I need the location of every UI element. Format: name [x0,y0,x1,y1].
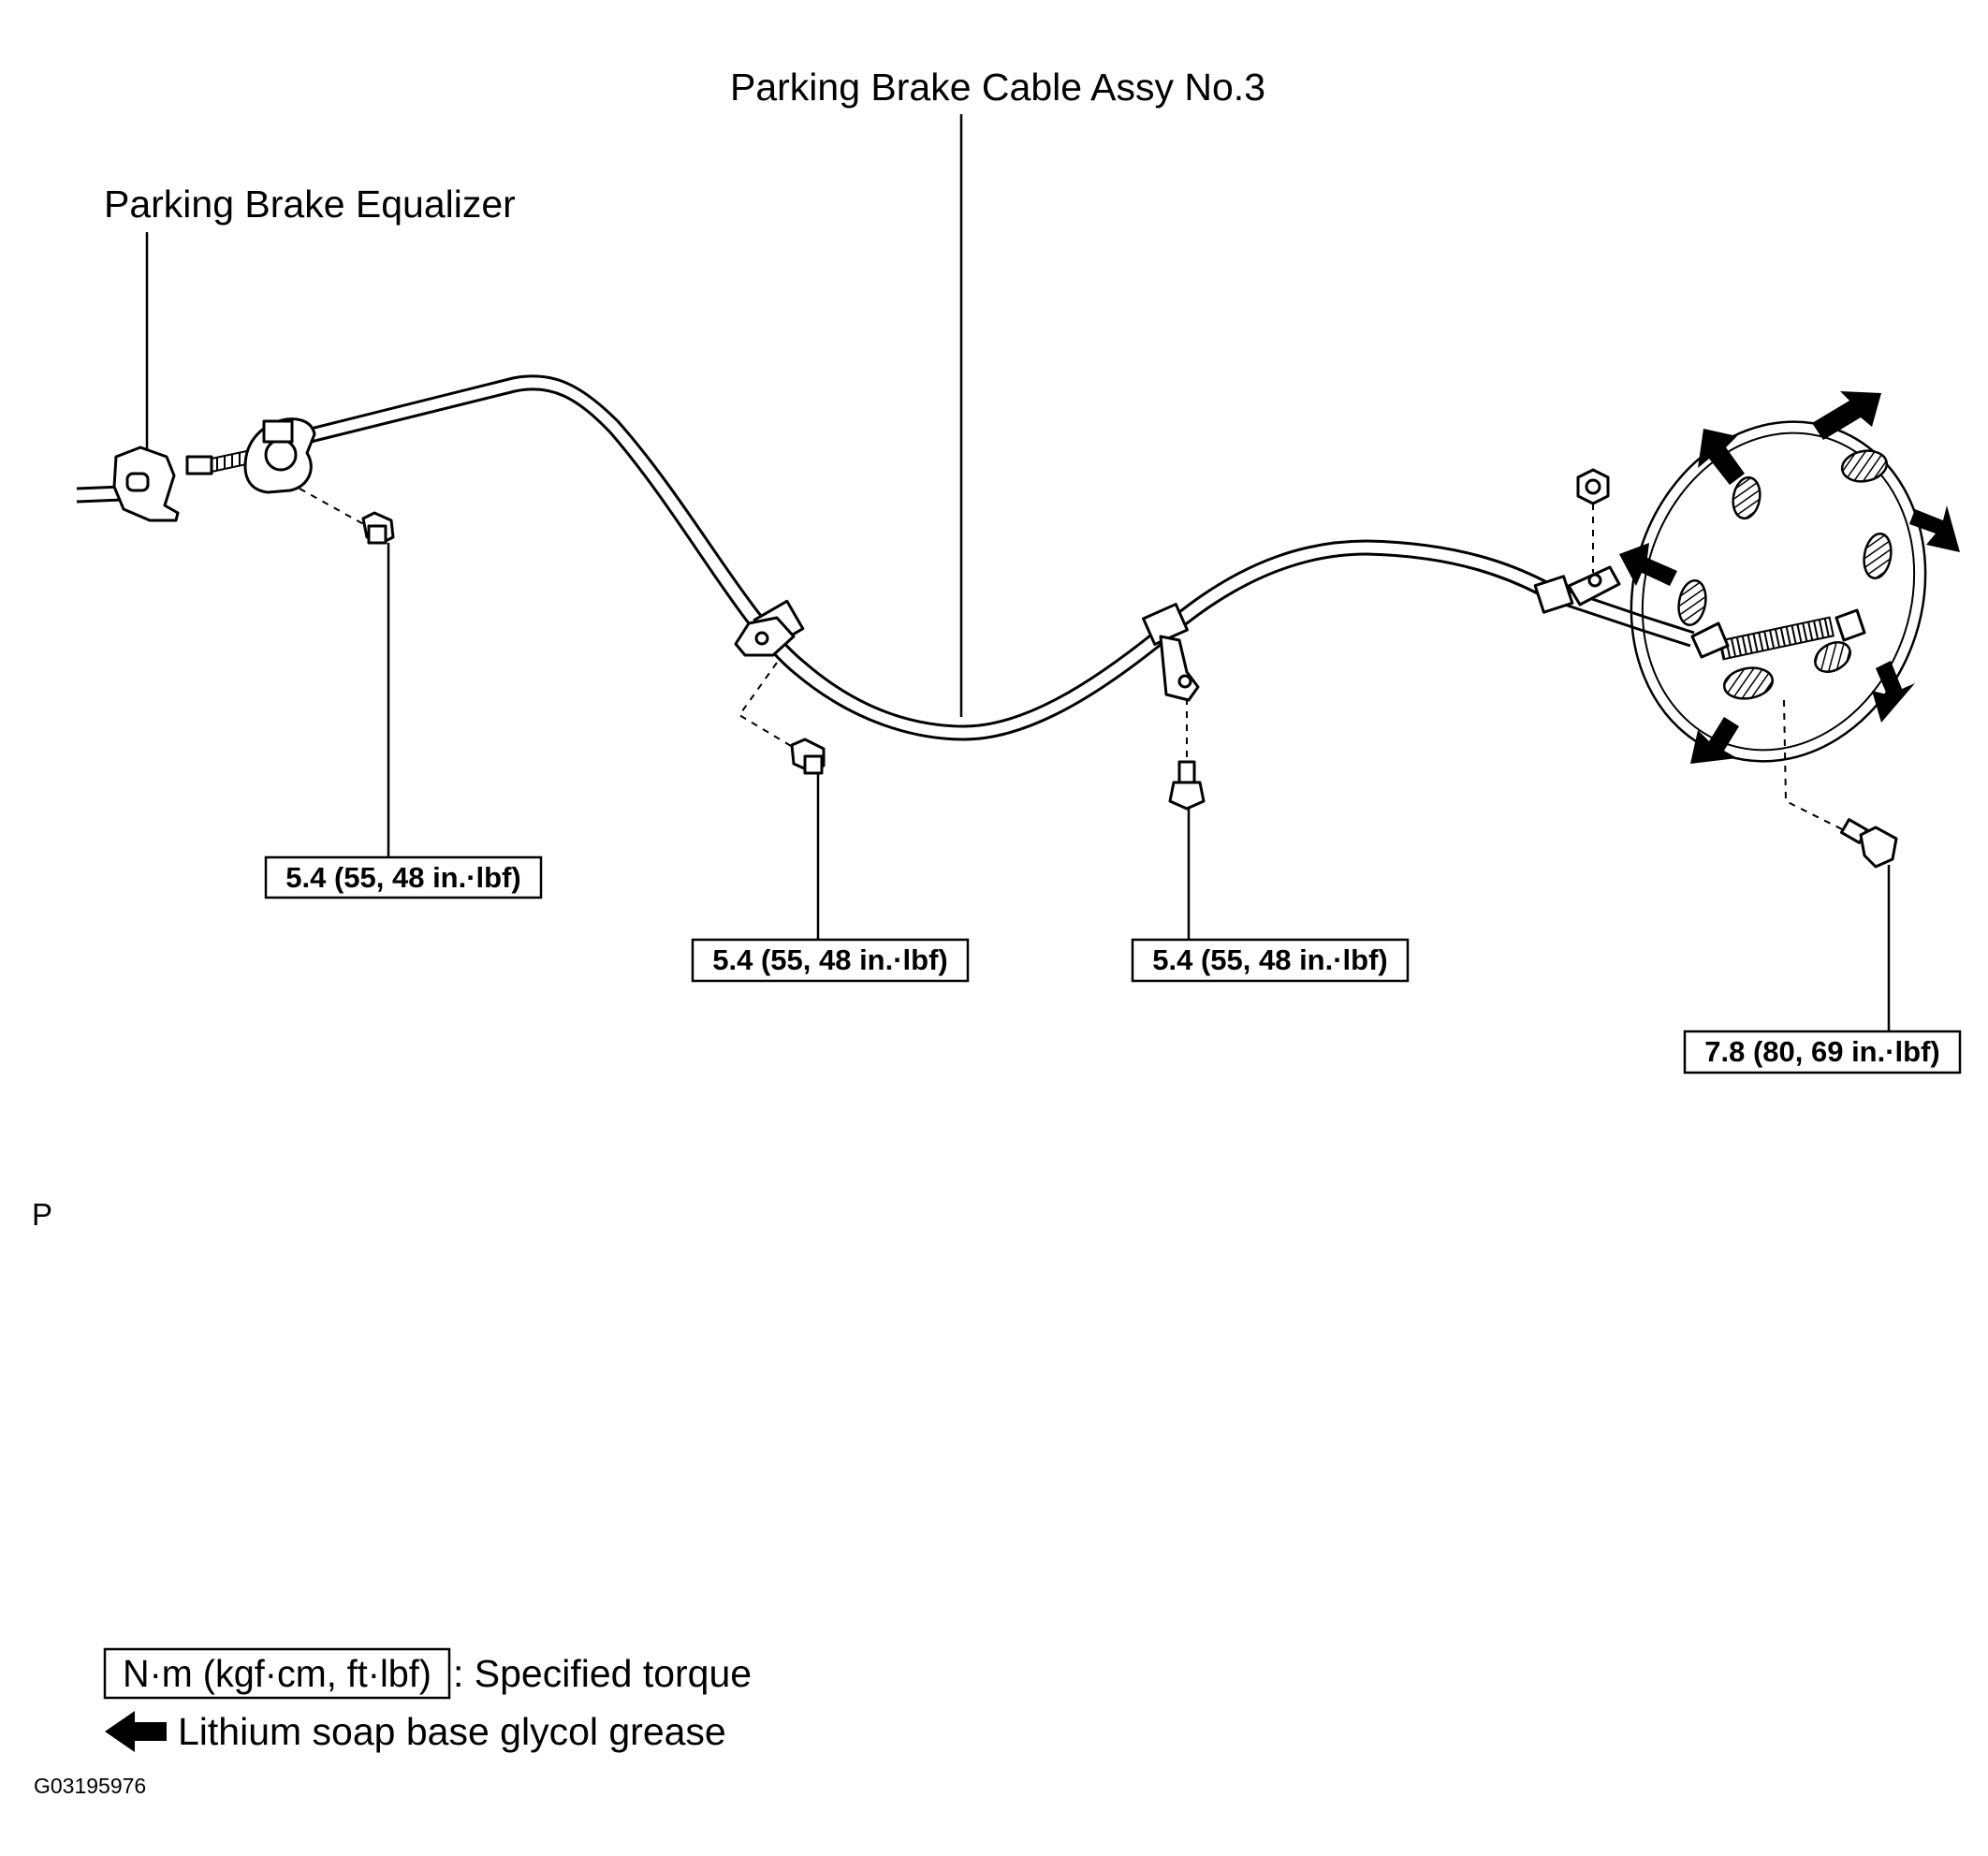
bolt-4-icon [1839,818,1898,869]
cable-bracket-3 [1142,603,1200,702]
backing-plate [1630,420,1927,763]
bolt-3-icon [1168,760,1206,811]
bolt-2-icon [790,738,826,775]
legend: N·m (kgf·cm, ft·lbf) : Specified torque … [103,1647,752,1753]
bolt-4-dash [1783,699,1850,834]
bolt-1-dash [299,488,368,527]
bolt-2-dash [738,662,797,750]
torque-box-2: 5.4 (55, 48 in.·lbf) [691,938,970,983]
legend-torque-desc: : Specified torque [453,1652,752,1695]
torque-value-1: 5.4 (55, 48 in.·lbf) [285,861,521,894]
torque-value-3: 5.4 (55, 48 in.·lbf) [1152,943,1388,976]
parking-brake-cable [280,374,1695,741]
equalizer-label: Parking Brake Equalizer [104,183,516,226]
cable-bracket-2 [734,599,805,657]
legend-torque-units: N·m (kgf·cm, ft·lbf) [123,1652,431,1695]
legend-grease-arrow-icon [105,1711,167,1752]
page-marker: P [32,1197,52,1232]
cable-bracket-1 [243,417,316,494]
figure-id: G03195976 [34,1774,146,1798]
bolt-1-icon [361,511,395,545]
legend-torque-box [103,1647,451,1700]
torque-box-3: 5.4 (55, 48 in.·lbf) [1131,938,1410,983]
torque-box-1: 5.4 (55, 48 in.·lbf) [264,855,543,899]
nut-icon [1576,468,1610,505]
legend-grease-desc: Lithium soap base glycol grease [178,1710,726,1753]
cable-label: Parking Brake Cable Assy No.3 [730,66,1265,109]
torque-value-4: 7.8 (80, 69 in.·lbf) [1704,1035,1940,1068]
cable-bracket-4 [1533,565,1621,614]
torque-box-4: 7.8 (80, 69 in.·lbf) [1683,1030,1962,1074]
grease-arrow-icon [1619,391,1960,764]
torque-value-2: 5.4 (55, 48 in.·lbf) [712,943,948,976]
equalizer-assembly [76,446,265,522]
